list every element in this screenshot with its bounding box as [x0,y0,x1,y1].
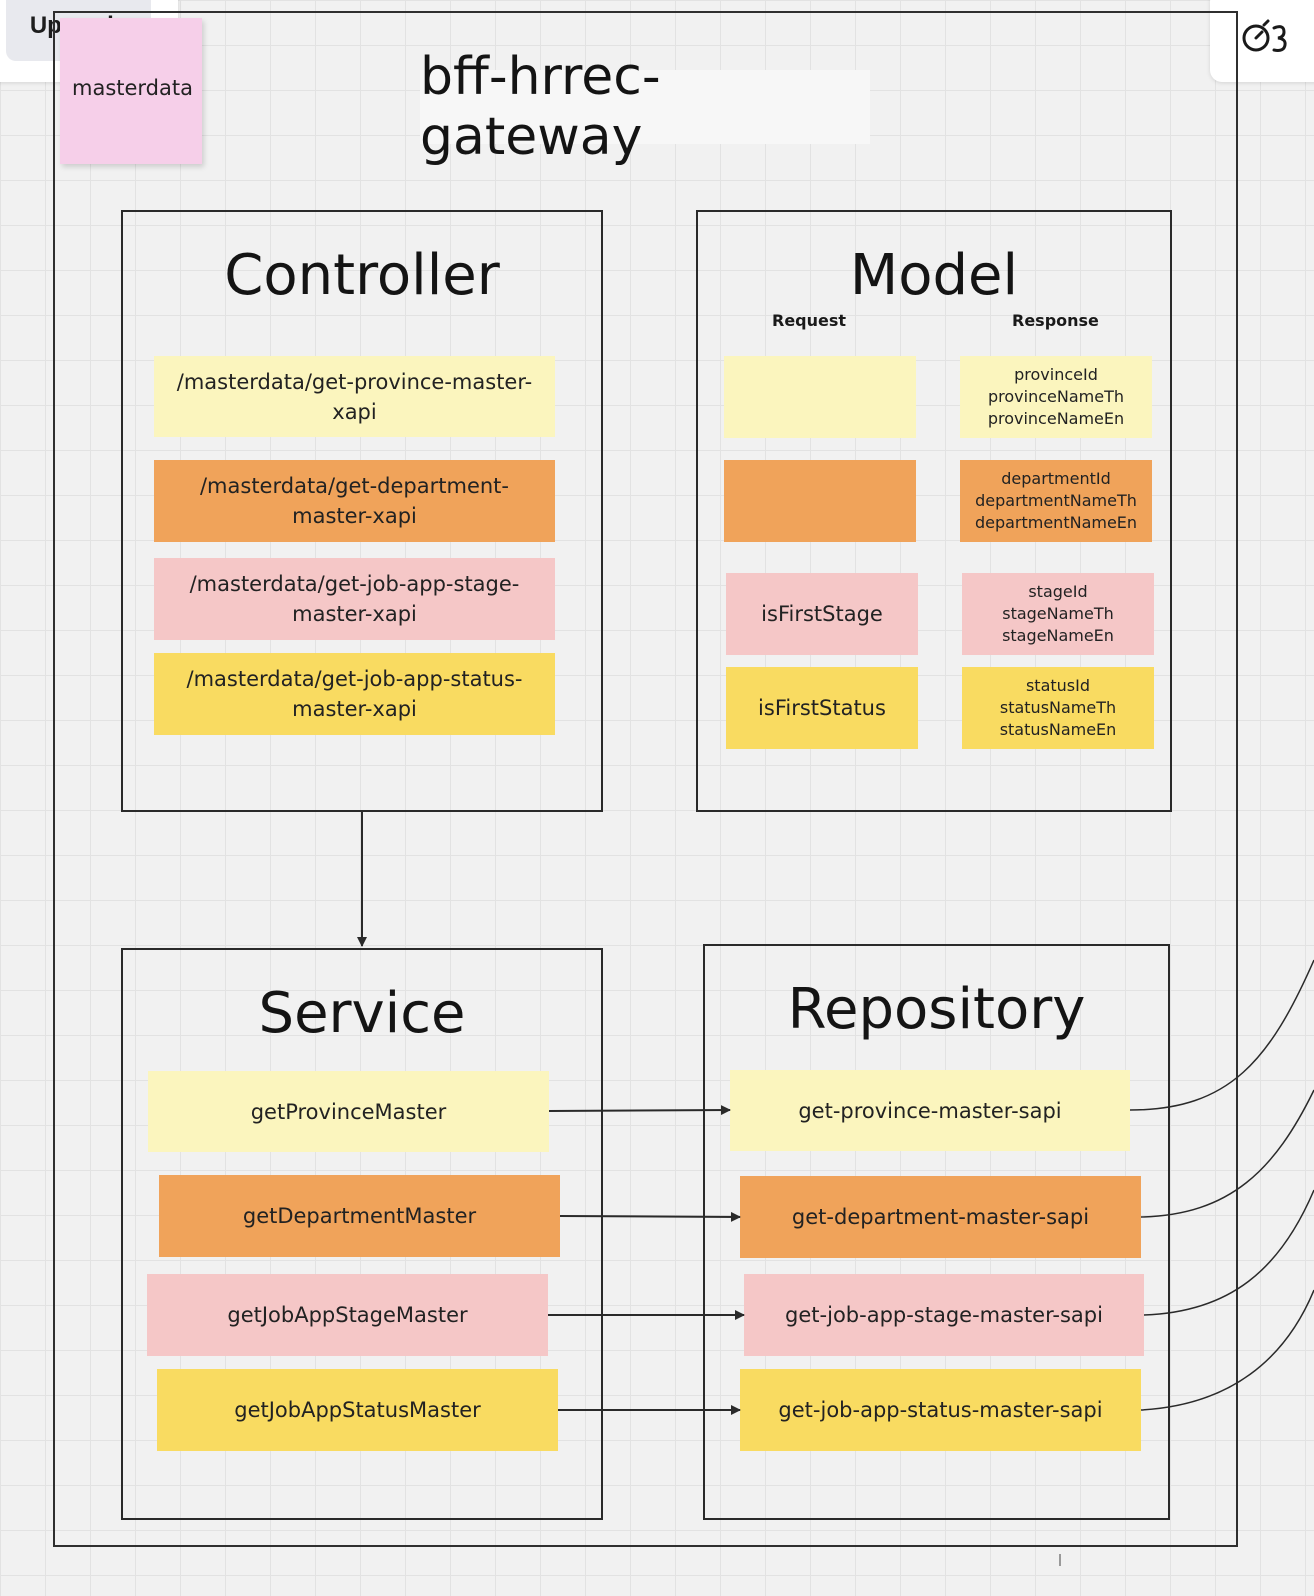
model-request-job-app-stage[interactable]: isFirstStage [726,573,918,655]
gateway-frame [53,11,1238,1547]
sticky-note-label: masterdata [72,76,193,100]
model-request-header: Request [772,311,847,330]
model-response-job-app-stage[interactable]: stageId stageNameTh stageNameEn [962,573,1154,655]
service-title: Service [258,981,466,1046]
controller-title: Controller [224,243,500,308]
timer-icon[interactable] [1240,16,1300,56]
repository-get-department-master-sapi[interactable]: get-department-master-sapi [740,1176,1141,1258]
controller-endpoint-department[interactable]: /masterdata/get-department-master-xapi [154,460,555,542]
diagram-title: bff-hrrec-gateway [420,47,870,167]
service-get-job-app-stage-master[interactable]: getJobAppStageMaster [147,1274,548,1356]
diagram-title-text: bff-hrrec-gateway [420,47,661,167]
repository-get-job-app-stage-master-sapi[interactable]: get-job-app-stage-master-sapi [744,1274,1144,1356]
masterdata-sticky-note[interactable]: masterdata [60,18,202,164]
model-response-header: Response [1012,311,1099,330]
repository-get-job-app-status-master-sapi[interactable]: get-job-app-status-master-sapi [740,1369,1141,1451]
model-response-department[interactable]: departmentId departmentNameTh department… [960,460,1152,542]
controller-endpoint-job-app-stage[interactable]: /masterdata/get-job-app-stage-master-xap… [154,558,555,640]
model-request-job-app-status[interactable]: isFirstStatus [726,667,918,749]
repository-get-province-master-sapi[interactable]: get-province-master-sapi [730,1070,1130,1151]
service-get-job-app-status-master[interactable]: getJobAppStatusMaster [157,1369,558,1451]
service-get-department-master[interactable]: getDepartmentMaster [159,1175,560,1257]
repository-title: Repository [787,977,1086,1042]
controller-frame: Controller [121,210,603,812]
model-response-job-app-status[interactable]: statusId statusNameTh statusNameEn [962,667,1154,749]
service-get-province-master[interactable]: getProvinceMaster [148,1071,549,1152]
model-request-province[interactable] [724,356,916,438]
model-request-department[interactable] [724,460,916,542]
model-title: Model [849,243,1019,308]
timer-panel [1210,0,1314,82]
controller-endpoint-province[interactable]: /masterdata/get-province-master-xapi [154,356,555,437]
model-frame: Model [696,210,1172,812]
model-response-province[interactable]: provinceId provinceNameTh provinceNameEn [960,356,1152,438]
service-frame: Service [121,948,603,1520]
controller-endpoint-job-app-status[interactable]: /masterdata/get-job-app-status-master-xa… [154,653,555,735]
